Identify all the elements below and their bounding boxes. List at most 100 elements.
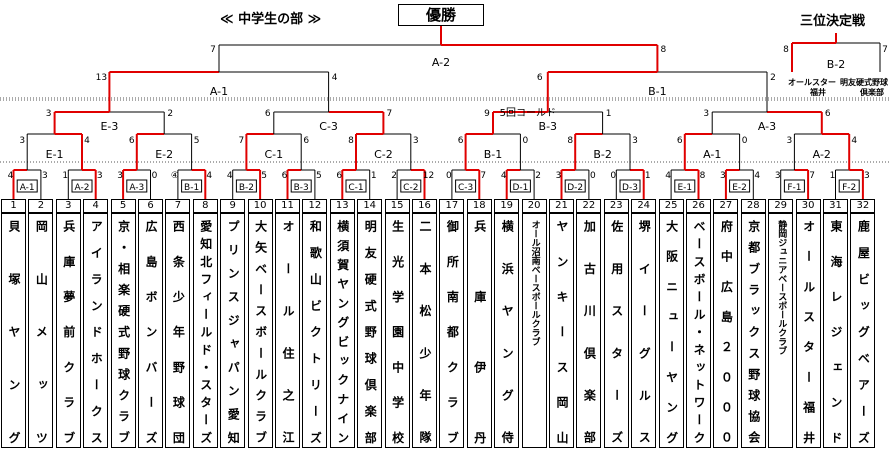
r1-match-label: B-1 [184,183,199,193]
r1-score-right: 7 [809,171,815,181]
team-number: 22 [576,199,602,213]
r1-score-right: 4 [754,171,760,181]
team-number: 2 [28,199,54,213]
team-name: 愛知北フィールド・スターズ [198,220,213,445]
team-box: 兵庫夢前クラブ [55,213,81,448]
r1-score-left: 3 [775,171,781,181]
team-number: 6 [138,199,163,213]
team-number: 7 [165,199,191,213]
team-box: ヤンキース岡山 [549,213,574,448]
r1-score-left: 3 [117,171,123,181]
team-box: 広島ボンバーズ [138,213,163,448]
team-box: オールスター福井 [795,213,821,448]
r2-score-left: 6 [129,136,135,146]
r1-match-label: A-2 [75,183,90,193]
team-name: 府中広島２０００ [719,220,734,445]
r1-label-box [619,179,641,193]
team-box: 横浜ヤング侍 [494,213,520,448]
team-number: 29 [768,199,794,213]
team-name: 大矢ベースボールクラブ [253,220,268,445]
r1-score-left: 4 [227,171,233,181]
r1-label-box [400,179,422,193]
r1-label-box [126,179,148,193]
r2-score-left: 8 [567,136,573,146]
team-number: 30 [795,199,821,213]
r2-score-right: 0 [742,136,748,146]
r3-score-left: 3 [46,109,52,119]
team-box: 和歌山ビクトリーズ [302,213,328,448]
r1-score-left: 3 [556,171,562,181]
team-box: ベースボール・ネットワーク [686,213,711,448]
r2-match-label: C-2 [374,148,393,161]
r2-score-right: 3 [632,136,638,146]
section-title: ≪ 中学生の部 ≫ [220,12,322,27]
team-number: 20 [521,199,547,213]
r2-score-right: 3 [413,136,419,146]
r1-score-right: 8 [700,171,706,181]
r1-label-box [838,179,860,193]
team-number: 18 [466,199,492,213]
r3-score-right: 6 [825,109,831,119]
r2-match-label: E-1 [46,148,64,161]
team-name: 京都ブラックス野球協会 [746,220,761,445]
r3-match-label: E-3 [100,120,118,133]
team-name: プリンスジャパン愛知 [226,220,241,445]
third-place-title: 三位決定戦 [800,14,866,29]
r1-score-right: 0 [590,171,596,181]
r1-match-label: A-3 [129,183,144,193]
team-name: オール沼南ベースボールクラブ [529,220,540,346]
team-name: 貝塚ヤング [7,220,21,445]
team-number: 10 [247,199,273,213]
r1-score-right: 3 [97,171,103,181]
team-box: オール住之江 [275,213,300,448]
r2-score-right: 6 [303,136,309,146]
r2-score-right: 4 [84,136,90,146]
r1-score-right: 2 [535,171,541,181]
team-name: 京・相楽硬式野球クラブ [116,220,131,445]
r3-match-label: B-3 [539,120,558,133]
r1-label-box [345,179,367,193]
team-name: 御所南都クラブ [445,220,460,445]
third-score-right: 7 [882,45,888,55]
team-name: 佐用スターズ [609,220,624,445]
team-box: 岡山メッツ [28,213,54,448]
team-name: 二本松少年隊 [418,220,432,445]
team-number: 13 [329,199,355,213]
r1-score-left: 2 [391,171,397,181]
team-box: 横須賀ヤングビックナイン [329,213,355,448]
r3-score-left: 9 [484,109,490,119]
team-name: 横浜ヤング侍 [500,220,515,445]
r2-score-right: 4 [851,136,857,146]
team-box: アイランドホークス [83,213,109,448]
team-number: 16 [412,199,437,213]
r1-match-label: D-1 [512,183,528,193]
team-box: 堺イーグルス [631,213,657,448]
team-number: 11 [275,199,300,213]
r2-match-label: B-2 [593,148,612,161]
r1-label-box [181,179,203,193]
r2-score-right: 5 [194,136,200,146]
r1-label-box [783,179,805,193]
team-name: 大阪ニューヤング [664,220,679,445]
r1-label-box [729,179,751,193]
team-name: ベースボール・ネットワーク [692,220,706,445]
r3-score-left: 3 [703,109,709,119]
final-match-label: A-2 [432,56,450,69]
third-left-team: オールスター [788,77,836,87]
r1-match-label: B-3 [294,183,309,193]
final-label: 優勝 [398,4,484,26]
team-number: 5 [110,199,136,213]
team-name: アイランドホークス [89,220,104,445]
r4-score-left: 6 [537,73,543,83]
r2-match-label: A-1 [703,148,721,161]
r1-score-left: 4 [8,171,14,181]
r2-score-left: 3 [19,136,25,146]
r1-score-left: 3 [720,171,726,181]
r1-score-left: 4 [501,171,507,181]
r2-score-left: 8 [348,136,354,146]
r1-match-label: C-1 [348,183,363,193]
team-number: 8 [192,199,218,213]
r3-match-label: A-3 [758,120,776,133]
r1-match-label: C-3 [458,183,473,193]
team-box: 二本松少年隊 [412,213,437,448]
